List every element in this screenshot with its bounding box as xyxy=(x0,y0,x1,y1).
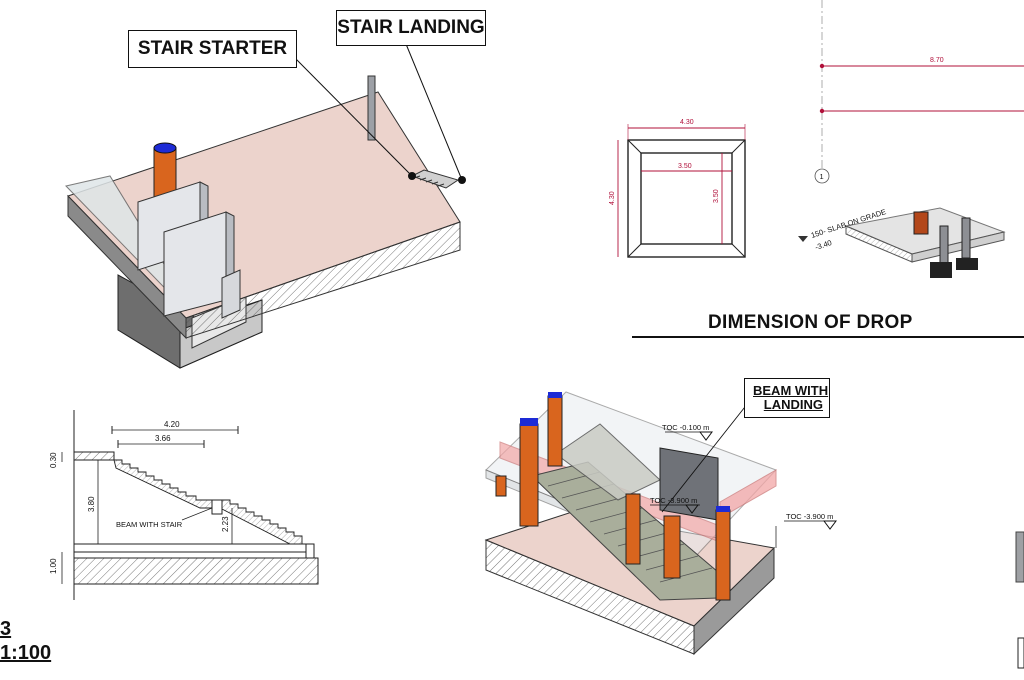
view-number: 3 xyxy=(0,618,12,640)
stair-landing-callout: STAIR LANDING xyxy=(336,10,486,46)
column-cap xyxy=(153,142,177,154)
level-toc-top: TOC -0.100 m xyxy=(662,423,709,432)
drop-outer-height: 4.30 xyxy=(609,191,616,205)
grid-plan: 8.70 1 xyxy=(814,0,1024,184)
section-total-run: 4.20 xyxy=(164,420,180,429)
stair-section: 4.20 3.66 3.80 2.23 0.30 1.00 BEAM WITH … xyxy=(49,410,319,600)
stair-profile xyxy=(113,459,303,545)
leader-beam-landing xyxy=(661,397,753,513)
leader-stair-landing xyxy=(405,43,463,181)
section-rise-total: 3.80 xyxy=(87,496,96,512)
section-flight-run: 3.66 xyxy=(155,434,171,443)
section-top-slab: 0.30 xyxy=(49,452,58,468)
stair-starter-callout: STAIR STARTER xyxy=(128,30,297,68)
leader-dot-starter xyxy=(408,172,416,180)
iso-stair-starter-view xyxy=(65,43,466,369)
level-toc-mid: TOC -3.900 m xyxy=(650,496,697,505)
slab-left-edge xyxy=(67,194,187,340)
partial-tag-right xyxy=(1017,637,1024,669)
drop-outer-width: 4.30 xyxy=(680,119,694,126)
landing-stair-steps xyxy=(413,175,445,187)
leader-dot-landing xyxy=(458,176,466,184)
leader-stair-starter xyxy=(294,57,413,177)
view-scale: 1:100 xyxy=(0,642,52,664)
iso-drop-view: 150- SLAB ON GRADE -3.40 xyxy=(798,207,1006,278)
stair-landing-label: STAIR LANDING xyxy=(337,17,485,38)
section-landing-rise: 2.23 xyxy=(221,516,230,532)
drop-plan: 4.30 4.30 3.50 3.50 xyxy=(609,119,746,258)
stair-post xyxy=(367,75,376,141)
grid-bubble xyxy=(814,168,830,184)
drop-inner xyxy=(640,152,733,245)
section-foundation: 1.00 xyxy=(49,558,58,574)
grid-bubble-label: 1 xyxy=(820,172,824,181)
iso-landing-view: TOC -0.100 m TOC -3.900 m TOC -3.900 m xyxy=(484,391,837,656)
landing-label: LANDING xyxy=(763,397,823,412)
dimension-of-drop-title: DIMENSION OF DROP xyxy=(708,312,913,333)
partial-object-right xyxy=(1015,531,1024,583)
grid-span-dim: 8.70 xyxy=(930,57,944,64)
beam-with-label: BEAM WITH xyxy=(753,383,829,398)
beam-with-landing-callout: BEAM WITH LANDING xyxy=(744,378,830,418)
section-beam-note: BEAM WITH STAIR xyxy=(116,520,183,529)
wall-3 xyxy=(221,269,241,319)
stair-starter-label: STAIR STARTER xyxy=(137,38,288,59)
level-toc-side: TOC -3.900 m xyxy=(786,512,833,521)
drop-inner-width: 3.50 xyxy=(678,163,692,170)
slab-level: -3.40 xyxy=(814,238,833,252)
drop-inner-height: 3.50 xyxy=(713,189,720,203)
